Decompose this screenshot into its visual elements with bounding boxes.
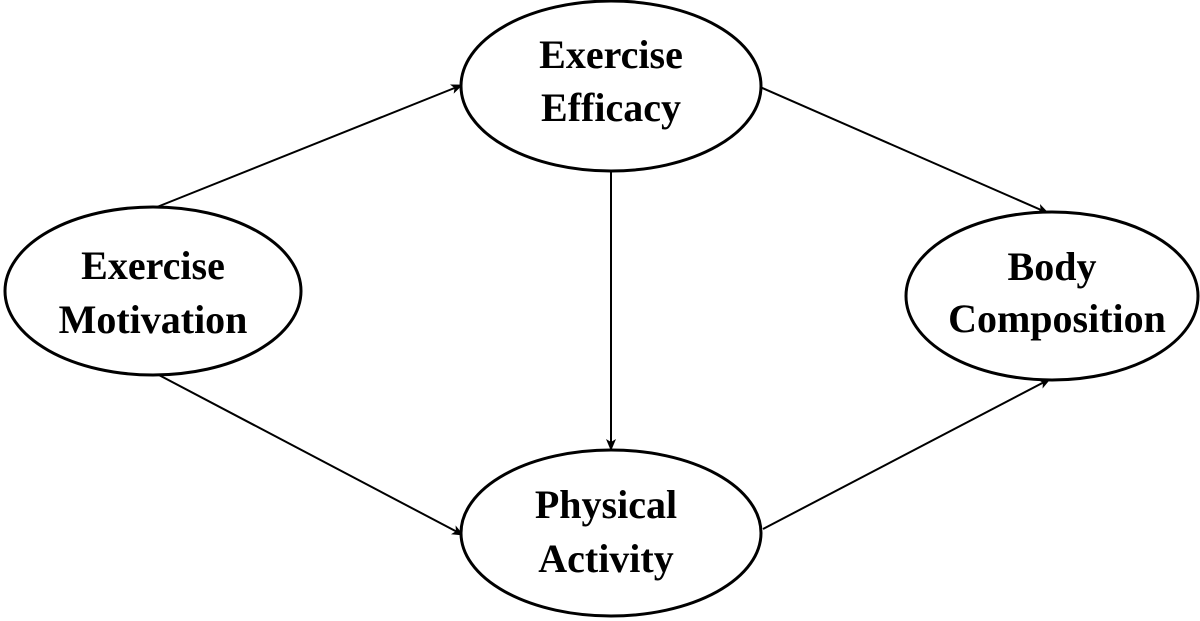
- node-exercise-motivation: Exercise Motivation: [3, 205, 303, 377]
- edge-motivation-to-efficacy: [156, 84, 463, 208]
- node-physical-activity-ellipse: [459, 448, 763, 618]
- node-physical-activity: Physical Activity: [459, 448, 763, 618]
- edge-motivation-to-activity: [156, 373, 464, 536]
- node-exercise-motivation-line2: Motivation: [59, 297, 248, 342]
- node-exercise-motivation-line1: Exercise: [81, 243, 225, 288]
- node-body-composition-ellipse: [904, 210, 1200, 382]
- node-exercise-efficacy-line1: Exercise: [539, 32, 683, 77]
- node-body-composition-line2: Composition: [948, 296, 1166, 341]
- node-exercise-efficacy-line2: Efficacy: [541, 85, 681, 130]
- node-body-composition: Body Composition: [904, 210, 1200, 382]
- edge-activity-to-composition: [762, 378, 1051, 530]
- node-physical-activity-line1: Physical: [535, 482, 677, 527]
- node-physical-activity-line2: Activity: [538, 536, 674, 581]
- node-exercise-motivation-ellipse: [3, 205, 303, 377]
- edge-efficacy-to-composition: [759, 86, 1049, 214]
- node-exercise-efficacy-ellipse: [459, 0, 763, 173]
- node-body-composition-line1: Body: [1008, 244, 1097, 289]
- node-exercise-efficacy: Exercise Efficacy: [459, 0, 763, 173]
